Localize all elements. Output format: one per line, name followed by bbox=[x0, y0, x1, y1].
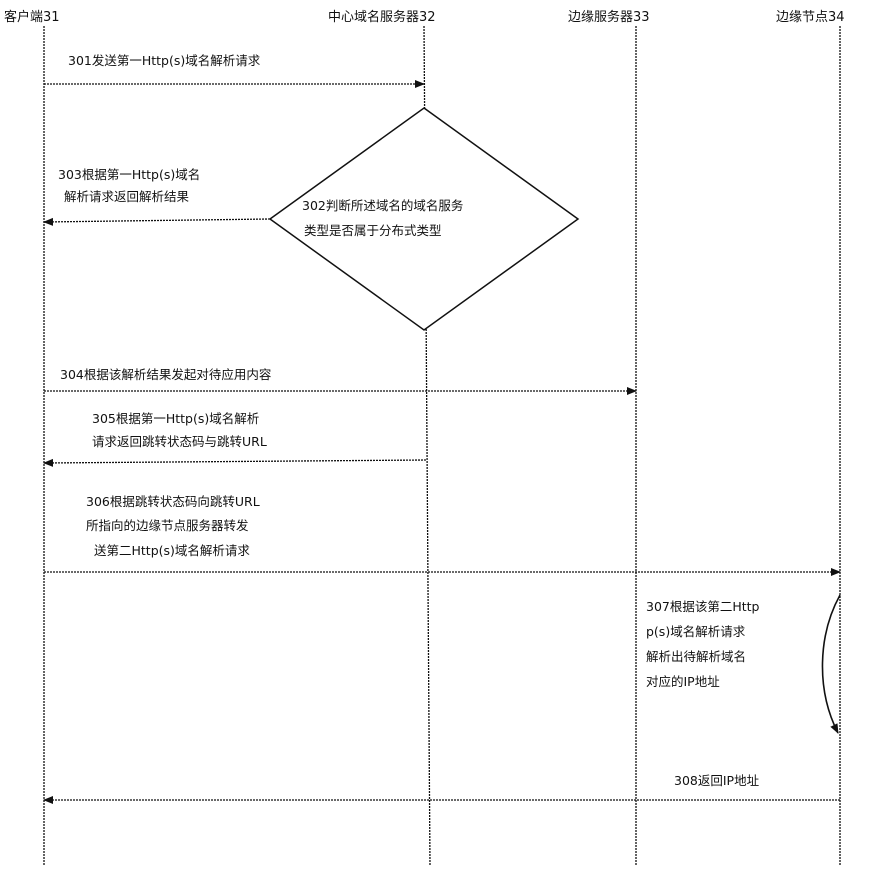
label-307-line1: 307根据该第二Http bbox=[646, 599, 760, 614]
label-302-line2: 类型是否属于分布式类型 bbox=[304, 223, 442, 238]
label-307-line4: 对应的IP地址 bbox=[646, 674, 720, 689]
label-307-line2: p(s)域名解析请求 bbox=[646, 624, 746, 639]
label-304: 304根据该解析结果发起对待应用内容 bbox=[60, 367, 272, 382]
label-303-line2: 解析请求返回解析结果 bbox=[64, 189, 190, 204]
label-306-line1: 306根据跳转状态码向跳转URL bbox=[86, 494, 260, 509]
label-308: 308返回IP地址 bbox=[674, 773, 760, 788]
arrow-303 bbox=[43, 217, 271, 226]
lifeline-center-dns bbox=[423, 25, 431, 867]
participant-edge-dns: 边缘服务器33 bbox=[568, 10, 650, 25]
participant-edge-node: 边缘节点34 bbox=[776, 10, 845, 25]
participant-client: 客户端31 bbox=[4, 10, 60, 25]
label-306-line3: 送第二Http(s)域名解析请求 bbox=[94, 543, 250, 558]
participant-center-dns: 中心域名服务器32 bbox=[328, 10, 436, 25]
arrow-307 bbox=[821, 594, 841, 734]
label-301: 301发送第一Http(s)域名解析请求 bbox=[68, 53, 261, 68]
label-306-line2: 所指向的边缘节点服务器转发 bbox=[86, 518, 249, 533]
decision-302 bbox=[268, 107, 580, 331]
label-305-line1: 305根据第一Http(s)域名解析 bbox=[92, 411, 260, 426]
label-302-line1: 302判断所述域名的域名服务 bbox=[302, 198, 464, 213]
arrow-305 bbox=[43, 458, 427, 467]
label-307-line3: 解析出待解析域名 bbox=[646, 649, 747, 664]
label-305-line2: 请求返回跳转状态码与跳转URL bbox=[92, 434, 267, 449]
label-303-line1: 303根据第一Http(s)域名 bbox=[58, 167, 201, 182]
